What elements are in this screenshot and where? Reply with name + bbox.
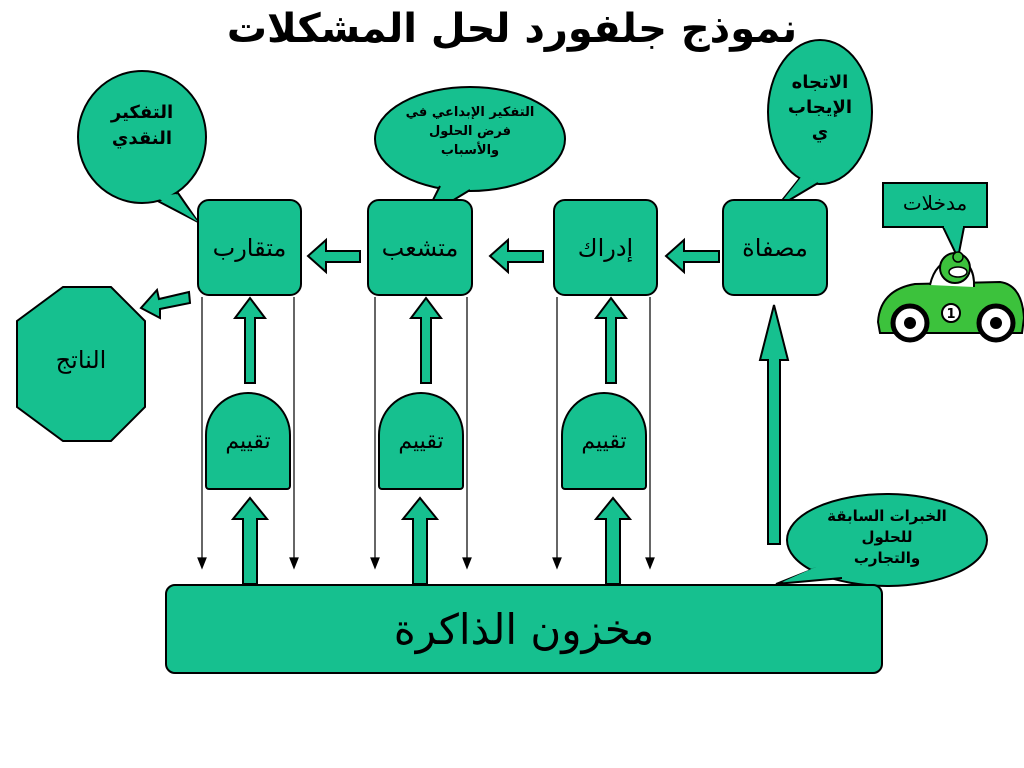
bubble-experience-line-1: الخبرات السابقة [827, 507, 947, 525]
stage-divergent-box: متشعب [367, 199, 473, 296]
race-car-icon: 1 [876, 251, 1024, 343]
evaluation-gate-2: تقييم [378, 392, 464, 490]
bubble-creative-text: التفكير الإبداعي في فرض الحلول والأسباب [382, 103, 558, 160]
stage-filter-box: مصفاة [722, 199, 828, 296]
stage-cognition-box: إدراك [553, 199, 658, 296]
arrow-gate-to-divergent [409, 296, 443, 384]
diagram-title: نموذج جلفورد لحل المشكلات [226, 6, 798, 52]
stage-convergent-label: متقارب [212, 233, 287, 262]
memory-store-box: مخزون الذاكرة [165, 584, 883, 674]
arrow-divergent-to-convergent [306, 237, 361, 275]
bubble-creative-line-3: والأسباب [440, 143, 500, 158]
inputs-callout [882, 182, 988, 262]
bubble-experience-text: الخبرات السابقة للحلول والتجارب [800, 506, 974, 569]
output-octagon [16, 286, 146, 442]
arrow-memory-to-gate-2 [400, 496, 440, 585]
bubble-creative-line-2: فرض الحلول [428, 124, 512, 139]
bubble-positive-text: الاتجاه الإيجاب ي [774, 70, 866, 145]
inputs-label: مدخلات [902, 191, 968, 215]
evaluation-label-3: تقييم [581, 428, 627, 454]
stage-cognition-label: إدراك [577, 233, 634, 262]
arrow-memory-to-filter [758, 304, 790, 545]
evaluation-label-1: تقييم [225, 428, 271, 454]
arrow-convergent-to-output [139, 287, 192, 320]
bubble-critical-text: التفكير النقدي [86, 100, 198, 152]
arrow-memory-to-gate-1 [230, 496, 270, 585]
car-number: 1 [946, 307, 955, 322]
stage-divergent-label: متشعب [381, 233, 459, 262]
stage-convergent-box: متقارب [197, 199, 302, 296]
arrow-memory-to-gate-3 [593, 496, 633, 585]
bubble-experience-line-2: للحلول [861, 528, 913, 546]
bubble-critical-line-1: التفكير [110, 102, 174, 123]
bubble-experience-line-3: والتجارب [853, 549, 921, 567]
arrow-filter-to-cognition [664, 237, 720, 275]
bubble-critical-thinking [77, 70, 207, 223]
thin-arrows-to-memory [197, 297, 655, 570]
memory-store-label: مخزون الذاكرة [393, 604, 655, 654]
evaluation-gate-1: تقييم [205, 392, 291, 490]
bubble-creative-line-1: التفكير الإبداعي في [405, 105, 535, 120]
arrow-cognition-to-divergent [488, 237, 544, 275]
evaluation-label-2: تقييم [398, 428, 444, 454]
bubble-critical-line-2: النقدي [111, 128, 173, 149]
bubble-positive-line-2: الإيجاب [787, 97, 853, 118]
arrow-gate-to-cognition [594, 296, 628, 384]
bubble-prior-experience [775, 493, 988, 587]
output-label: الناتج [55, 346, 107, 374]
bubble-positive-line-3: ي [811, 122, 829, 143]
arrow-gate-to-convergent [233, 296, 267, 384]
stage-filter-label: مصفاة [742, 233, 808, 262]
evaluation-gate-3: تقييم [561, 392, 647, 490]
bubble-positive-line-1: الاتجاه [791, 72, 849, 93]
